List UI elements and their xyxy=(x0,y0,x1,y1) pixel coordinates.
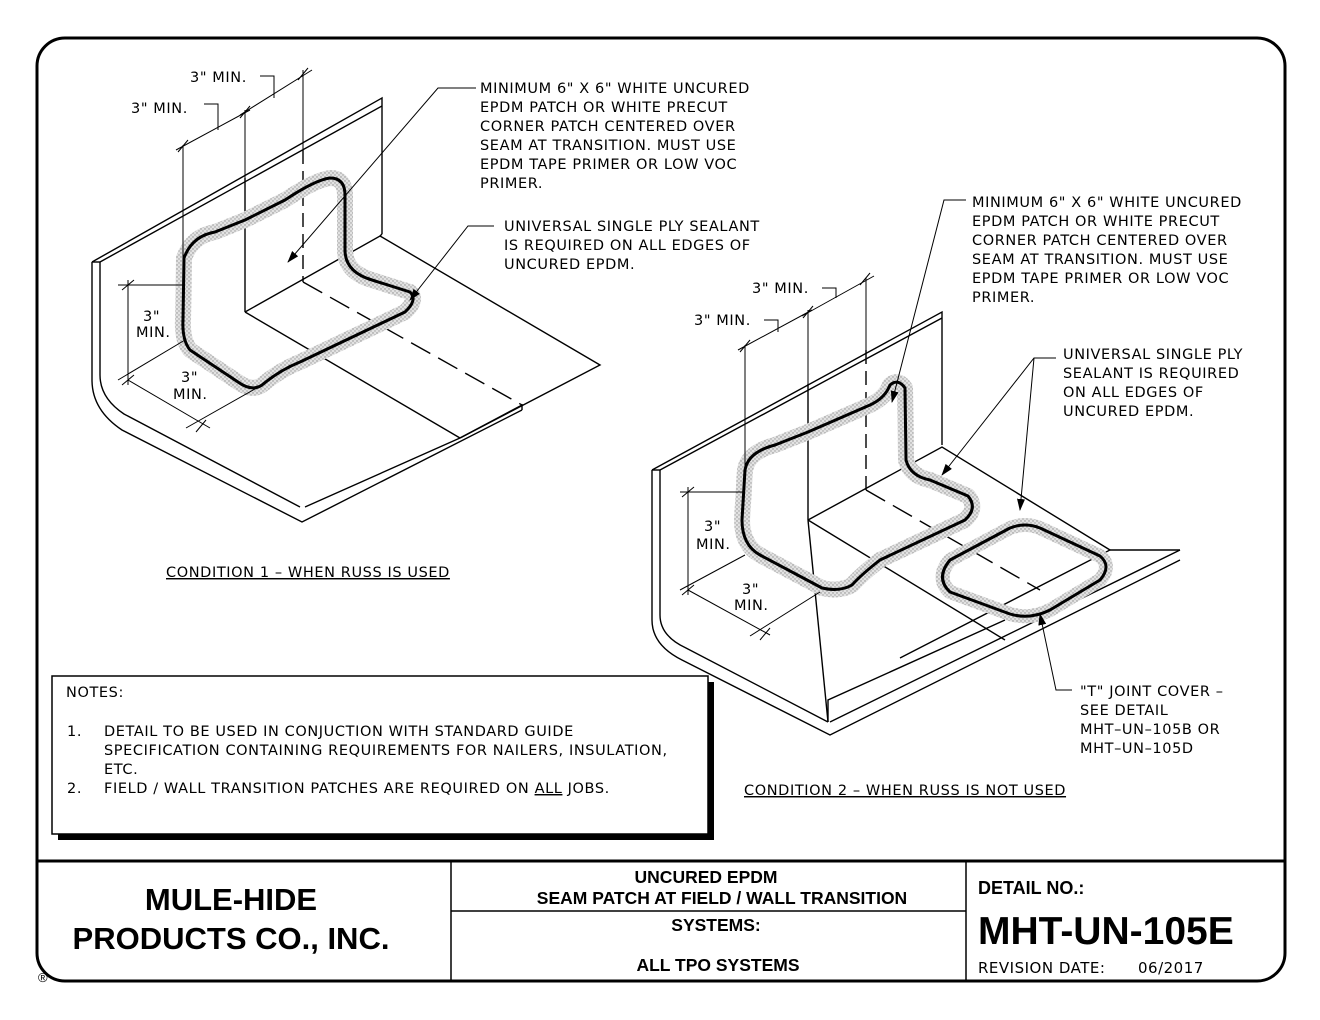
condition-2-dimensions xyxy=(679,272,875,641)
company-name-line-2: PRODUCTS CO., INC. xyxy=(73,921,390,956)
notes-box: NOTES: 1. DETAIL TO BE USED IN CONJUCTIO… xyxy=(51,675,714,840)
c1-dim-side-3: 3" xyxy=(143,309,160,325)
detail-no-label: DETAIL NO.: xyxy=(978,878,1084,898)
title-line-2: SEAM PATCH AT FIELD / WALL TRANSITION xyxy=(537,888,907,908)
c2-patch-note-1: MINIMUM 6" X 6" WHITE UNCURED xyxy=(972,195,1242,211)
condition-1-labels: 3" MIN. 3" MIN. 3" MIN. 3" MIN. MINIMUM … xyxy=(131,70,760,581)
c1-patch-note-2: EPDM PATCH OR WHITE PRECUT xyxy=(480,100,728,116)
condition-2-sealant-band xyxy=(734,374,981,598)
sheet-border xyxy=(35,36,1287,983)
c2-dim-bottom-3: 3" xyxy=(742,582,759,598)
c1-patch-note-6: PRIMER. xyxy=(480,176,543,192)
title-block xyxy=(37,859,1285,981)
condition-2-tjoint-band xyxy=(935,518,1113,624)
c2-tjoint-note-3: MHT–UN–105B OR xyxy=(1080,722,1220,738)
c1-dim-bottom-min: MIN. xyxy=(173,387,208,403)
c1-caption: CONDITION 1 – WHEN RUSS IS USED xyxy=(166,565,450,581)
c2-sealant-note-3: ON ALL EDGES OF xyxy=(1063,385,1204,401)
c2-dim-upper: 3" MIN. xyxy=(752,281,809,297)
c2-patch-note-5: EPDM TAPE PRIMER OR LOW VOC xyxy=(972,271,1229,287)
condition-2-drawing xyxy=(651,310,1181,736)
c1-dim-bottom-3: 3" xyxy=(181,370,198,386)
condition-1-dimensions xyxy=(117,67,313,433)
condition-1-drawing xyxy=(91,96,602,523)
c1-sealant-note-3: UNCURED EPDM. xyxy=(504,257,635,273)
condition-2-patch-edge xyxy=(740,380,974,591)
c2-patch-note-2: EPDM PATCH OR WHITE PRECUT xyxy=(972,214,1220,230)
title-block-text: MULE-HIDE PRODUCTS CO., INC. ® UNCURED E… xyxy=(38,867,1234,985)
c1-patch-note-3: CORNER PATCH CENTERED OVER xyxy=(480,119,736,135)
registered-mark: ® xyxy=(38,970,48,985)
condition-2-tjoint-edge xyxy=(941,523,1108,618)
c2-dim-bottom-min: MIN. xyxy=(734,598,769,614)
c2-sealant-note-4: UNCURED EPDM. xyxy=(1063,404,1194,420)
c1-dim-upper: 3" MIN. xyxy=(190,70,247,86)
c2-dim-side-min: MIN. xyxy=(696,537,731,553)
notes-heading: NOTES: xyxy=(66,685,124,701)
c2-tjoint-note-1: "T" JOINT COVER – xyxy=(1080,684,1224,700)
condition-2-labels: 3" MIN. 3" MIN. 3" MIN. 3" MIN. MINIMUM … xyxy=(694,195,1243,799)
c1-patch-note-5: EPDM TAPE PRIMER OR LOW VOC xyxy=(480,157,737,173)
detail-number: MHT-UN-105E xyxy=(978,910,1234,953)
note-2-pre: FIELD / WALL TRANSITION PATCHES ARE REQU… xyxy=(104,781,535,797)
c2-sealant-note-1: UNIVERSAL SINGLE PLY xyxy=(1063,347,1243,363)
c2-dim-mid: 3" MIN. xyxy=(694,313,751,329)
condition-1-leaders xyxy=(287,87,494,301)
note-2-underlined: ALL xyxy=(535,781,563,797)
c2-patch-note-4: SEAM AT TRANSITION. MUST USE xyxy=(972,252,1228,268)
revision-date-value: 06/2017 xyxy=(1138,959,1204,977)
c1-patch-note-4: SEAM AT TRANSITION. MUST USE xyxy=(480,138,736,154)
c1-patch-note-1: MINIMUM 6" X 6" WHITE UNCURED xyxy=(480,81,750,97)
title-line-1: UNCURED EPDM xyxy=(635,867,778,887)
note-2-number: 2. xyxy=(67,781,82,797)
c2-caption: CONDITION 2 – WHEN RUSS IS NOT USED xyxy=(744,783,1066,799)
condition-2-leaders xyxy=(890,199,1072,691)
systems-label: SYSTEMS: xyxy=(671,915,760,935)
c2-sealant-note-2: SEALANT IS REQUIRED xyxy=(1063,366,1239,382)
c2-dim-side-3: 3" xyxy=(704,519,721,535)
systems-value: ALL TPO SYSTEMS xyxy=(636,955,799,975)
note-1-line-3: ETC. xyxy=(104,762,138,778)
c2-tjoint-note-2: SEE DETAIL xyxy=(1080,703,1168,719)
company-name-line-1: MULE-HIDE xyxy=(145,882,317,917)
condition-1-patch-edge xyxy=(181,176,415,390)
c1-sealant-note-2: IS REQUIRED ON ALL EDGES OF xyxy=(504,238,751,254)
note-1-line-2: SPECIFICATION CONTAINING REQUIREMENTS FO… xyxy=(104,743,668,759)
c1-dim-mid: 3" MIN. xyxy=(131,101,188,117)
note-1-number: 1. xyxy=(67,724,82,740)
c2-patch-note-3: CORNER PATCH CENTERED OVER xyxy=(972,233,1228,249)
revision-date-label: REVISION DATE: xyxy=(978,959,1105,977)
c2-patch-note-6: PRIMER. xyxy=(972,290,1035,306)
note-2-text: FIELD / WALL TRANSITION PATCHES ARE REQU… xyxy=(104,781,610,797)
note-1-line-1: DETAIL TO BE USED IN CONJUCTION WITH STA… xyxy=(104,724,574,740)
note-2-post: JOBS. xyxy=(562,781,609,797)
c1-sealant-note-1: UNIVERSAL SINGLE PLY SEALANT xyxy=(504,219,760,235)
c1-dim-side-min: MIN. xyxy=(136,325,171,341)
c2-tjoint-note-4: MHT–UN–105D xyxy=(1080,741,1194,757)
